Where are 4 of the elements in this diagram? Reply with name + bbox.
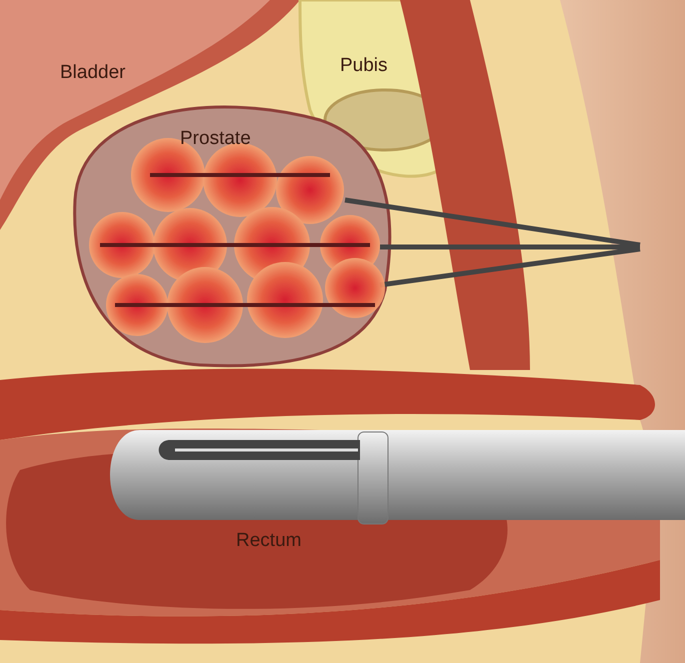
organ-label: Bladder [60, 62, 126, 84]
bone-label: Pubis [340, 55, 388, 77]
organ-label: Prostate [180, 128, 251, 150]
organ-label: Rectum [236, 530, 302, 552]
